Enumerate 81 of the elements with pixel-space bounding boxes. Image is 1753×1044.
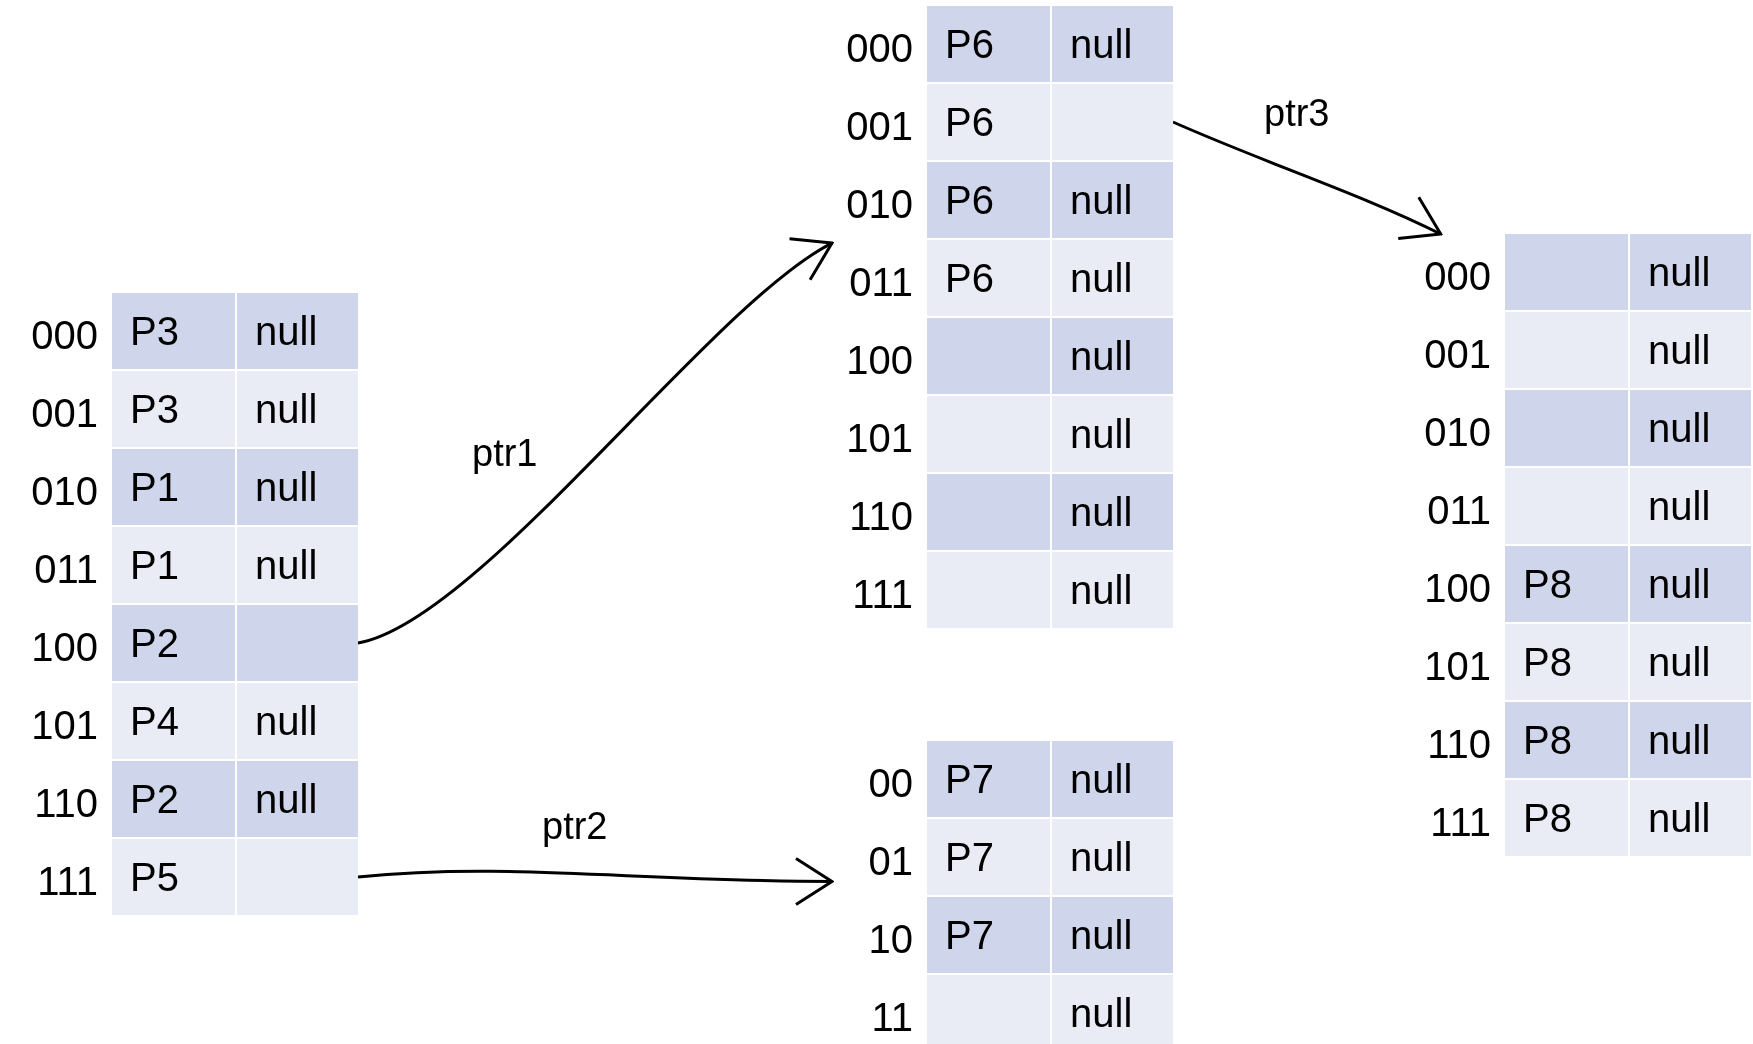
table-cell: null — [1052, 474, 1173, 550]
table-cell: null — [1630, 468, 1751, 544]
row-index: 000 — [1424, 254, 1491, 299]
table-cell: null — [237, 683, 358, 759]
arrow — [357, 856, 834, 906]
table-cell: P8 — [1505, 702, 1628, 778]
table-cell: P8 — [1505, 624, 1628, 700]
table-cell: P7 — [927, 741, 1050, 817]
table-cell: P3 — [112, 293, 235, 369]
table-cell: null — [1052, 975, 1173, 1044]
table-cell: P8 — [1505, 546, 1628, 622]
row-index: 00 — [868, 761, 913, 806]
table-cell: P5 — [112, 839, 235, 915]
table-cell: null — [237, 371, 358, 447]
row-index: 110 — [1427, 722, 1491, 767]
table-cell — [1052, 84, 1173, 160]
row-index: 000 — [31, 313, 98, 358]
table-cell: P4 — [112, 683, 235, 759]
table-cell — [237, 839, 358, 915]
row-index: 101 — [1424, 644, 1491, 689]
arrow — [1172, 120, 1443, 241]
table-cell: null — [1630, 702, 1751, 778]
table-cell — [927, 474, 1050, 550]
table-cell: P6 — [927, 84, 1050, 160]
table-cell: null — [237, 527, 358, 603]
row-index: 11 — [871, 995, 913, 1040]
row-index: 001 — [31, 391, 98, 436]
table-cell: P8 — [1505, 780, 1628, 856]
table-cell: null — [1630, 390, 1751, 466]
table-cell: null — [1630, 312, 1751, 388]
table-cell: null — [1052, 240, 1173, 316]
row-index: 001 — [846, 104, 913, 149]
table-cell: P3 — [112, 371, 235, 447]
row-index: 110 — [34, 781, 98, 826]
table-cell — [237, 605, 358, 681]
table-cell: null — [1630, 234, 1751, 310]
row-index: 011 — [849, 260, 913, 305]
table-cell: null — [1630, 624, 1751, 700]
row-index: 010 — [31, 469, 98, 514]
row-index: 111 — [37, 859, 98, 904]
table-cell: P6 — [927, 6, 1050, 82]
table-cell: P6 — [927, 240, 1050, 316]
table-cell: P1 — [112, 449, 235, 525]
row-index: 100 — [31, 625, 98, 670]
row-index: 111 — [1430, 800, 1491, 845]
row-index: 111 — [852, 572, 913, 617]
table-cell: P6 — [927, 162, 1050, 238]
table-cell — [1505, 234, 1628, 310]
table-cell: null — [1052, 552, 1173, 628]
table-cell: null — [1052, 162, 1173, 238]
row-index: 101 — [31, 703, 98, 748]
table-cell: P1 — [112, 527, 235, 603]
row-index: 01 — [868, 839, 913, 884]
row-index: 10 — [868, 917, 913, 962]
table-cell: null — [1630, 546, 1751, 622]
table-cell: P7 — [927, 897, 1050, 973]
table-cell: null — [1630, 780, 1751, 856]
row-index: 010 — [1424, 410, 1491, 455]
row-index: 100 — [846, 338, 913, 383]
table-cell — [927, 318, 1050, 394]
row-index: 110 — [849, 494, 913, 539]
table-cell: P2 — [112, 605, 235, 681]
row-index: 101 — [846, 416, 913, 461]
row-index: 010 — [846, 182, 913, 227]
table-cell — [1505, 390, 1628, 466]
table-cell: null — [1052, 741, 1173, 817]
table-cell: null — [1052, 897, 1173, 973]
table-cell: null — [237, 449, 358, 525]
table-cell: null — [1052, 6, 1173, 82]
table-cell: null — [1052, 396, 1173, 472]
table-cell: null — [237, 293, 358, 369]
table-cell: null — [1052, 819, 1173, 895]
table-cell: P2 — [112, 761, 235, 837]
row-index: 001 — [1424, 332, 1491, 377]
table-cell: P7 — [927, 819, 1050, 895]
row-index: 011 — [1427, 488, 1491, 533]
row-index: 100 — [1424, 566, 1491, 611]
table-cell: null — [1052, 318, 1173, 394]
row-index: 000 — [846, 26, 913, 71]
table-cell: null — [237, 761, 358, 837]
row-index: 011 — [34, 547, 98, 592]
